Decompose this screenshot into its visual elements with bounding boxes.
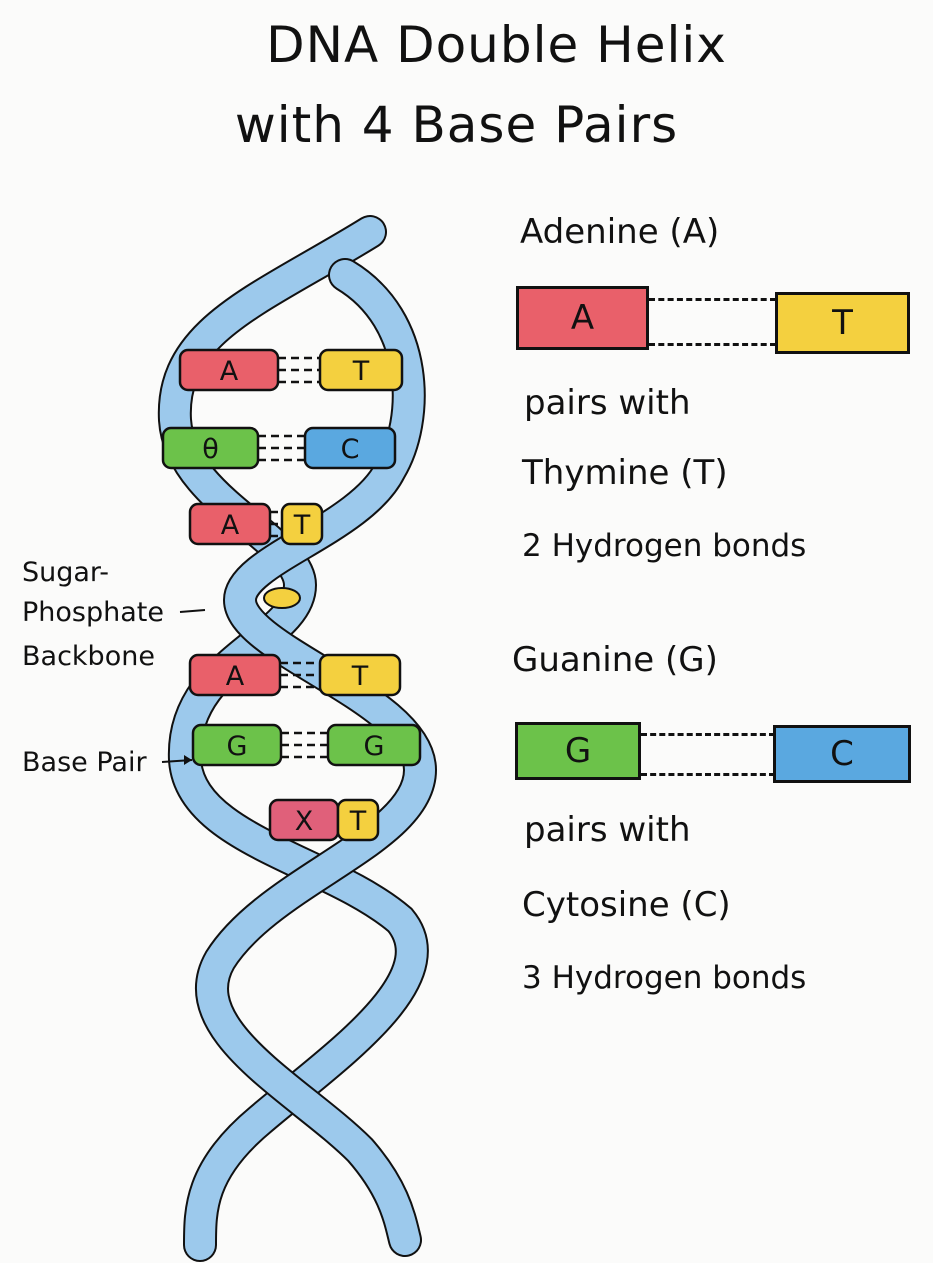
legend-thymine-letter: T xyxy=(832,303,853,343)
right-base xyxy=(303,426,397,470)
left-base xyxy=(191,723,283,767)
backbone-label-2: Phosphate xyxy=(22,597,164,628)
left-base-letter: θ xyxy=(202,434,219,465)
legend-thymine-box: T xyxy=(775,292,910,354)
guanine-heading: Guanine (G) xyxy=(512,640,718,680)
right-base-letter: T xyxy=(349,806,367,837)
right-base-letter: G xyxy=(364,731,385,762)
right-base-letter: T xyxy=(352,356,370,387)
cytosine-label: Cytosine (C) xyxy=(522,885,731,925)
right-base xyxy=(280,502,324,546)
backbone-label-1: Sugar- xyxy=(22,557,110,588)
right-base-letter: T xyxy=(351,661,369,692)
legend-guanine-box: G xyxy=(515,722,641,780)
title-line-2: with 4 Base Pairs xyxy=(234,96,679,154)
right-base xyxy=(318,348,404,392)
left-base xyxy=(161,426,260,470)
backbone-strand-2 xyxy=(197,260,436,1255)
left-base-letter: G xyxy=(227,731,248,762)
left-base xyxy=(188,502,272,546)
left-base-letter: A xyxy=(226,661,245,692)
legend-cytosine-letter: C xyxy=(830,734,854,774)
right-base-letter: T xyxy=(293,510,311,541)
hydrogen-bond xyxy=(641,733,775,736)
hydrogen-bond xyxy=(649,343,776,346)
legend-cytosine-box: C xyxy=(773,725,911,783)
helix-base-pair xyxy=(263,587,301,609)
gc-bond-count: 3 Hydrogen bonds xyxy=(522,960,807,996)
right-base xyxy=(336,798,380,842)
gc-pairs-with: pairs with xyxy=(524,810,691,850)
left-base xyxy=(188,653,282,697)
left-base-letter: A xyxy=(220,356,239,387)
hydrogen-bond xyxy=(649,298,776,301)
base-pair-arrowhead xyxy=(184,755,192,765)
left-base xyxy=(178,348,280,392)
right-base-letter: C xyxy=(341,434,360,465)
at-bond-count: 2 Hydrogen bonds xyxy=(522,528,807,564)
legend-adenine-letter: A xyxy=(570,298,595,338)
hidden-base xyxy=(263,587,301,609)
title-line-1: DNA Double Helix xyxy=(266,16,727,74)
left-base-letter: A xyxy=(221,510,240,541)
right-base xyxy=(318,653,402,697)
legend-guanine-letter: G xyxy=(564,731,592,771)
base-pair-label: Base Pair xyxy=(22,747,147,778)
left-base-letter: X xyxy=(295,806,314,837)
hydrogen-bond xyxy=(641,773,775,776)
at-pairs-with: pairs with xyxy=(524,383,691,423)
thymine-label: Thymine (T) xyxy=(522,453,728,493)
backbone-label-3: Backbone xyxy=(22,641,155,672)
legend-adenine-box: A xyxy=(516,286,649,350)
right-base xyxy=(326,723,422,767)
adenine-heading: Adenine (A) xyxy=(520,212,720,252)
backbone-pointer xyxy=(179,609,206,613)
